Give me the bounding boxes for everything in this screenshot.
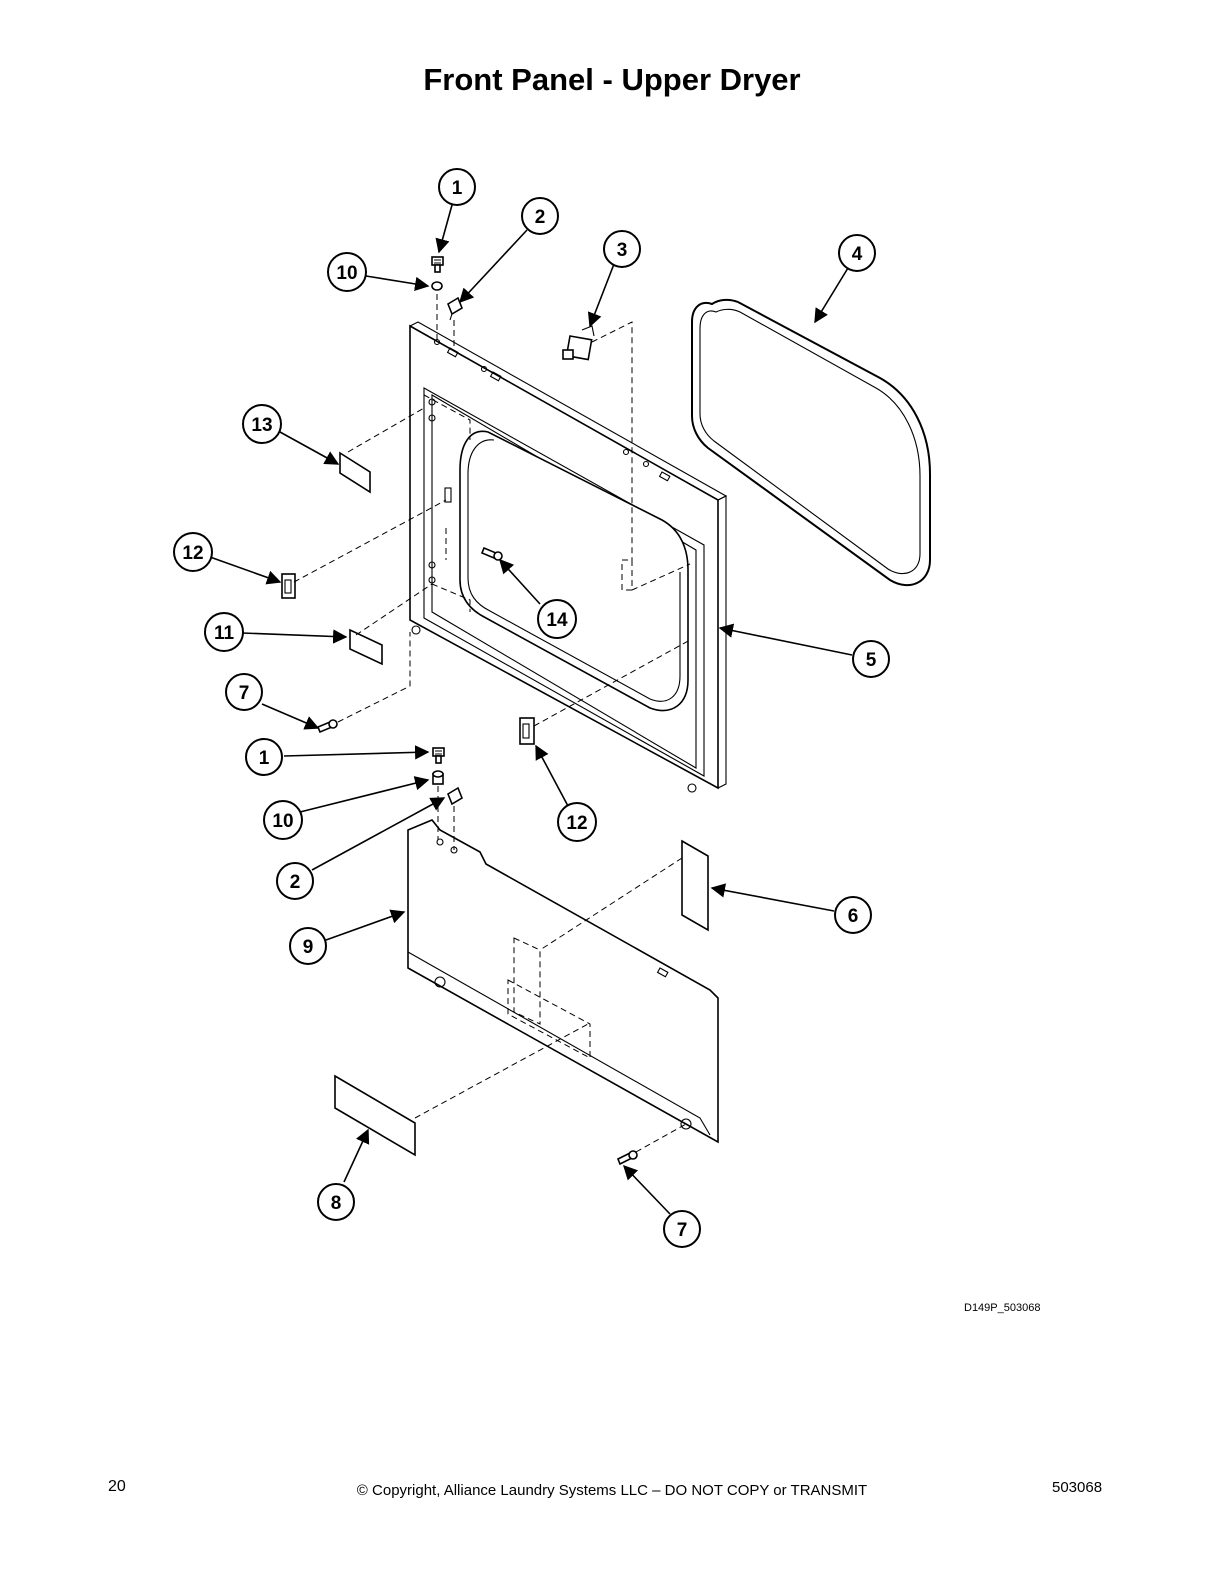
svg-text:1: 1 bbox=[452, 178, 463, 199]
callout-10-top: 10 bbox=[327, 252, 367, 292]
label-13 bbox=[339, 451, 371, 494]
page-number: 20 bbox=[108, 1478, 126, 1495]
assembly-guides bbox=[293, 294, 691, 1153]
callout-14: 14 bbox=[537, 599, 577, 639]
svg-text:3: 3 bbox=[617, 240, 628, 261]
leader-arrows bbox=[209, 204, 853, 1215]
lower-panel bbox=[407, 819, 719, 1144]
door-switch bbox=[562, 325, 595, 361]
screw-7-lower bbox=[616, 1150, 638, 1166]
svg-text:1: 1 bbox=[259, 748, 270, 769]
label-11 bbox=[349, 628, 383, 666]
document-number: 503068 bbox=[1052, 1479, 1103, 1496]
drawing-id: D149P_503068 bbox=[964, 1302, 1041, 1314]
svg-text:2: 2 bbox=[290, 872, 301, 893]
svg-text:13: 13 bbox=[251, 415, 272, 436]
svg-text:12: 12 bbox=[182, 543, 203, 564]
strike-12-lower bbox=[519, 717, 535, 745]
callout-6: 6 bbox=[834, 896, 872, 934]
door-gasket bbox=[691, 298, 931, 587]
callout-12-lower: 12 bbox=[557, 802, 597, 842]
strike-12-upper bbox=[281, 573, 296, 599]
svg-text:6: 6 bbox=[848, 906, 859, 927]
svg-text:5: 5 bbox=[866, 650, 877, 671]
clip-upper bbox=[447, 296, 463, 321]
front-panel-upper bbox=[409, 321, 728, 793]
svg-text:2: 2 bbox=[535, 207, 546, 228]
callout-11: 11 bbox=[204, 612, 244, 652]
callout-7-lower: 7 bbox=[663, 1210, 701, 1248]
callout-1-lower: 1 bbox=[245, 738, 283, 776]
svg-text:9: 9 bbox=[303, 937, 314, 958]
callout-3: 3 bbox=[603, 230, 641, 268]
svg-text:10: 10 bbox=[336, 263, 357, 284]
callout-8: 8 bbox=[317, 1183, 355, 1221]
screw-lower bbox=[432, 747, 445, 764]
page-title: Front Panel - Upper Dryer bbox=[423, 62, 801, 97]
label-6 bbox=[681, 839, 709, 932]
callout-7-upper: 7 bbox=[225, 673, 263, 711]
callout-4: 4 bbox=[838, 234, 876, 272]
screw-upper bbox=[431, 256, 444, 273]
callout-10-lower: 10 bbox=[263, 800, 303, 840]
svg-text:4: 4 bbox=[852, 244, 863, 265]
spacer-lower bbox=[432, 770, 444, 785]
callout-2-lower: 2 bbox=[276, 862, 314, 900]
svg-text:10: 10 bbox=[272, 811, 293, 832]
svg-text:11: 11 bbox=[214, 623, 235, 644]
screw-14 bbox=[480, 546, 503, 561]
clip-lower bbox=[447, 786, 463, 806]
spacer-upper bbox=[431, 281, 443, 291]
callout-12-upper: 12 bbox=[173, 532, 213, 572]
callout-13: 13 bbox=[242, 404, 282, 444]
svg-text:14: 14 bbox=[546, 610, 568, 631]
label-8 bbox=[334, 1074, 416, 1157]
callout-2-top: 2 bbox=[521, 197, 559, 235]
svg-text:7: 7 bbox=[239, 683, 250, 704]
callout-5: 5 bbox=[852, 640, 890, 678]
copyright-notice: © Copyright, Alliance Laundry Systems LL… bbox=[356, 1482, 868, 1499]
svg-text:12: 12 bbox=[566, 813, 587, 834]
svg-text:7: 7 bbox=[677, 1220, 688, 1241]
callout-9: 9 bbox=[289, 927, 327, 965]
callout-1-top: 1 bbox=[438, 168, 476, 206]
screw-7-upper bbox=[316, 719, 338, 734]
svg-text:8: 8 bbox=[331, 1193, 342, 1214]
